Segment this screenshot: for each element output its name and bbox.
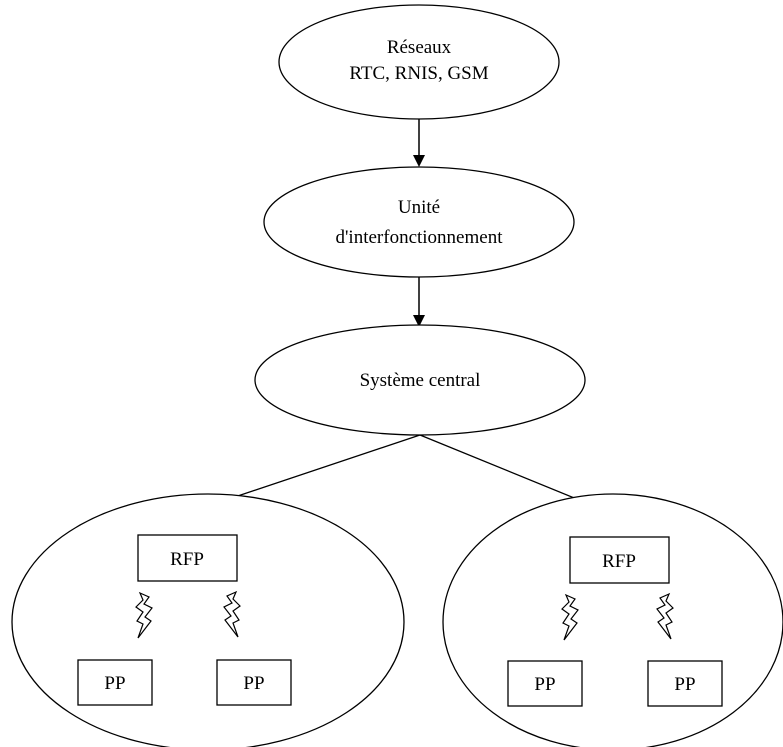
right-cell: RFP PP PP [442, 493, 783, 747]
left-base-station: RFP [137, 534, 238, 582]
right-portable-right-label: PP [674, 674, 695, 695]
left-portable-left-label: PP [104, 673, 125, 694]
left-base-station-label: RFP [170, 549, 204, 570]
right-portable-right: PP [647, 660, 723, 707]
right-portable-left: PP [507, 660, 583, 707]
interworking-unit-title: Unité [398, 197, 440, 218]
networks-node: Réseaux RTC, RNIS, GSM [278, 4, 560, 120]
left-cell: RFP PP PP [11, 493, 405, 747]
interworking-unit-node: Unité d'interfonctionnement [263, 166, 575, 278]
left-portable-right: PP [216, 659, 292, 706]
left-portable-right-label: PP [243, 673, 264, 694]
central-system-node: Système central [254, 324, 586, 436]
left-portable-left: PP [77, 659, 153, 706]
right-base-station-label: RFP [602, 551, 636, 572]
right-portable-left-label: PP [534, 674, 555, 695]
networks-title: Réseaux [387, 37, 452, 58]
right-base-station: RFP [569, 536, 670, 584]
central-system-label: Système central [360, 370, 481, 391]
left-cell-boundary [11, 493, 405, 747]
right-cell-boundary [442, 493, 783, 747]
networks-list: RTC, RNIS, GSM [349, 63, 488, 84]
interworking-unit-subtitle: d'interfonctionnement [336, 227, 504, 248]
